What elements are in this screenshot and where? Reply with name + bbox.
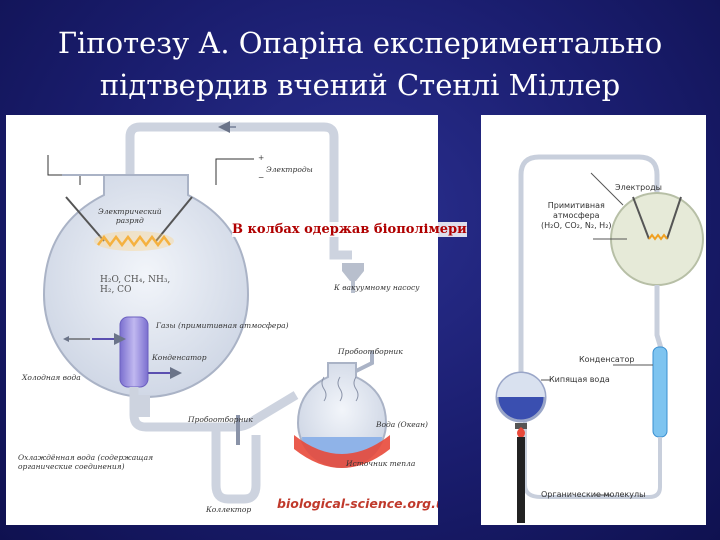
title-line-2: підтвердив вчений Стенлі Міллер xyxy=(99,68,621,102)
small-condenser xyxy=(652,346,668,438)
r-label-boiling-water: Кипящая вода xyxy=(549,375,610,384)
vacuum-tap xyxy=(342,263,364,271)
electrode-wire-left xyxy=(47,155,81,185)
slide-title: Гіпотезу А. Опаріна експериментально під… xyxy=(0,22,720,106)
electrodes-plus: + xyxy=(258,153,265,162)
heat-source xyxy=(294,435,390,468)
label-discharge: Электрический разряд xyxy=(98,207,162,225)
label-sampler-bottom: Пробоотборник xyxy=(188,415,253,424)
label-heat-source: Источник тепла xyxy=(346,459,416,468)
flask-neck xyxy=(138,395,150,417)
label-gases: H₂O, CH₄, NH₃, H₂, CO xyxy=(100,275,171,295)
electrode-wire-right xyxy=(215,158,254,185)
label-collector: Коллектор xyxy=(206,505,252,514)
apparatus-drawing xyxy=(42,121,390,504)
label-sampler-right: Пробоотборник xyxy=(338,347,403,356)
label-electrodes: Электроды xyxy=(266,165,313,174)
label-vacuum-pump: К вакуумному насосу xyxy=(334,283,420,292)
r-label-organic-molecules: Органические молекулы xyxy=(541,490,646,499)
r-label-atmosphere: Примитивная атмосфера (H₂O, CO₂, N₂, H₂) xyxy=(541,201,612,230)
label-water-ocean: Вода (Океан) xyxy=(376,420,428,429)
spark-discharge xyxy=(97,234,171,248)
small-spark xyxy=(648,233,668,241)
condenser-jacket xyxy=(119,316,149,388)
watermark: biological-science.org.ua xyxy=(277,496,438,511)
title-line-1: Гіпотезу А. Опаріна експериментально xyxy=(57,26,663,60)
label-condenser: Конденсатор xyxy=(152,353,207,362)
label-cooled-water: Охлаждённая вода (содержащая органически… xyxy=(18,453,154,471)
simplified-drawing xyxy=(495,154,704,523)
burner-flame xyxy=(517,427,525,439)
slide-caption: В колбах одержав біополімери xyxy=(232,222,467,237)
r-label-electrodes: Электроды xyxy=(615,183,662,192)
electrodes-minus: − xyxy=(258,173,265,182)
collector-tube xyxy=(129,387,299,432)
electrode-left xyxy=(65,196,105,242)
simplified-apparatus-diagram: Электроды Примитивная атмосфера (H₂O, CO… xyxy=(481,115,706,525)
miller-apparatus-diagram: + − Электроды Электрический разряд H₂O, … xyxy=(6,115,438,525)
collector-trap xyxy=(211,427,261,504)
label-gases-atmosphere: Газы (примитивная атмосфера) xyxy=(156,321,289,330)
sampler-right-tube xyxy=(355,351,374,373)
r-label-condenser: Конденсатор xyxy=(579,355,635,364)
return-tube xyxy=(125,122,352,260)
label-cold-water: Холодная вода xyxy=(22,373,81,382)
loop-tube xyxy=(518,154,660,375)
electrode-right xyxy=(155,196,193,242)
